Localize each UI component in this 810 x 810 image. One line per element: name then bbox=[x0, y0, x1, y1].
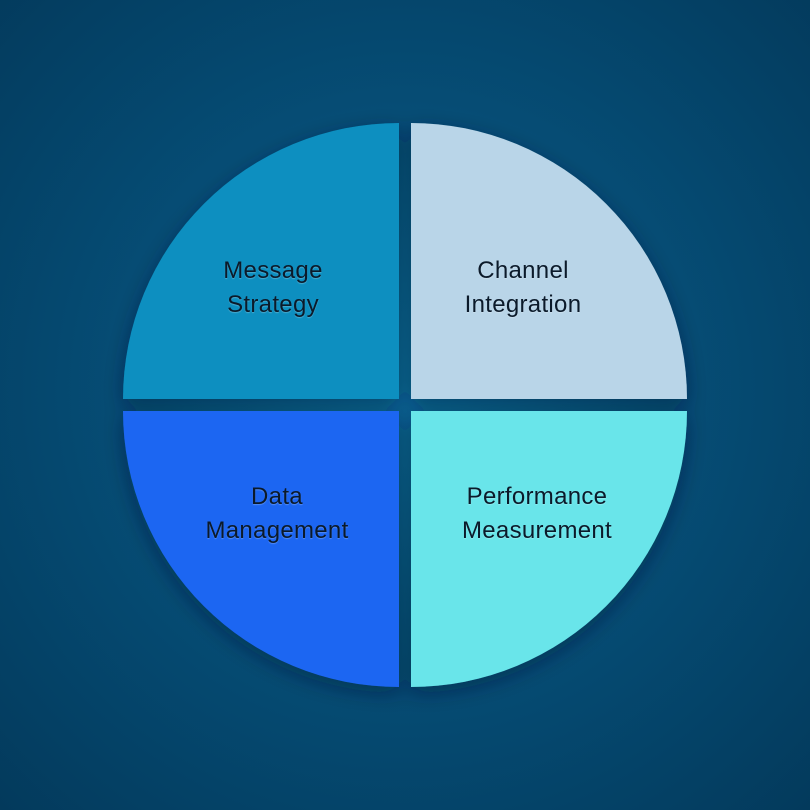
label-line: Measurement bbox=[461, 517, 613, 544]
quadrant-performance-measurement bbox=[411, 411, 687, 687]
label-line: Channel bbox=[477, 257, 569, 284]
quadrant-message-strategy bbox=[123, 123, 399, 399]
label-line: Management bbox=[205, 517, 349, 544]
label-line: Strategy bbox=[227, 291, 319, 318]
quadrant-channel-integration bbox=[411, 123, 687, 399]
label-line: Performance bbox=[466, 483, 608, 510]
quadrant-data-management bbox=[123, 411, 399, 687]
label-line: Data bbox=[251, 483, 303, 510]
label-line: Message bbox=[223, 257, 323, 284]
label-performance-measurement: Performance Measurement bbox=[417, 480, 657, 548]
label-channel-integration: Channel Integration bbox=[403, 254, 643, 322]
label-data-management: Data Management bbox=[157, 480, 397, 548]
label-message-strategy: Message Strategy bbox=[153, 254, 393, 322]
label-line: Integration bbox=[464, 291, 582, 318]
